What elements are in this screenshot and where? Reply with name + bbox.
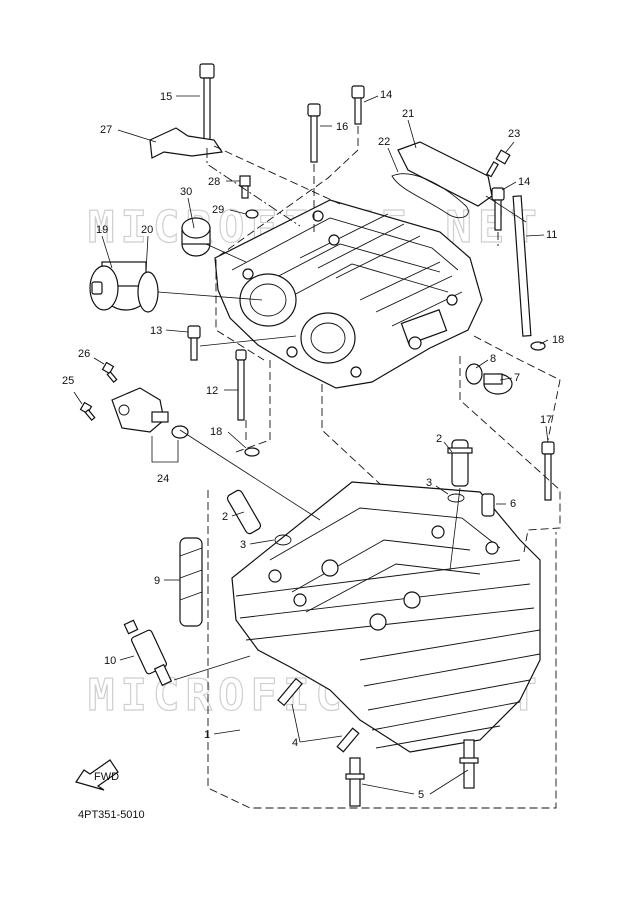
bolt-28 <box>239 175 251 199</box>
callout-4: 4 <box>292 737 298 749</box>
callout-8: 8 <box>490 353 496 365</box>
callout-15: 15 <box>160 91 172 103</box>
guide-9 <box>179 537 203 627</box>
o-ring-8 <box>465 363 483 385</box>
callout-11: 11 <box>546 229 557 241</box>
callout-10: 10 <box>104 655 116 667</box>
callouts: 15 27 16 14 21 22 23 14 11 28 29 30 19 2… <box>62 89 564 801</box>
callout-1: 1 <box>204 729 210 741</box>
bolt-13 <box>187 325 201 361</box>
clip-3-right <box>447 493 465 503</box>
callout-18-left: 18 <box>210 426 222 438</box>
bracket-27 <box>149 127 224 159</box>
callout-20: 20 <box>141 224 153 236</box>
callout-28: 28 <box>208 176 220 188</box>
gasket-22 <box>391 173 469 219</box>
callout-12: 12 <box>206 385 218 397</box>
callout-6: 6 <box>510 498 516 510</box>
stud-11 <box>512 195 532 337</box>
callout-9: 9 <box>154 575 160 587</box>
callout-19: 19 <box>96 224 108 236</box>
callout-16: 16 <box>336 121 348 133</box>
callout-27: 27 <box>100 124 112 136</box>
bolt-14-right <box>491 187 505 231</box>
dowel-6 <box>481 493 495 517</box>
callout-5: 5 <box>418 789 424 801</box>
bolt-23 <box>485 149 511 178</box>
callout-3-left: 3 <box>240 539 246 551</box>
callout-13: 13 <box>150 325 162 337</box>
callout-29: 29 <box>212 204 224 216</box>
callout-7: 7 <box>514 372 520 384</box>
stud-5-right <box>459 739 479 789</box>
stud-4-b <box>336 727 360 753</box>
part-code: 4PT351-5010 <box>78 809 145 821</box>
callout-14-right: 14 <box>518 176 530 188</box>
clip-3-left <box>274 534 292 546</box>
bolt-17 <box>541 441 555 501</box>
callout-30: 30 <box>180 186 192 198</box>
callout-2-left: 2 <box>222 511 228 523</box>
o-ring-24 <box>171 425 189 439</box>
callout-18-right: 18 <box>552 334 564 346</box>
callout-22: 22 <box>378 136 390 148</box>
leader-lines <box>157 126 561 809</box>
tensioner-24 <box>111 387 169 433</box>
callout-24: 24 <box>157 473 169 485</box>
fwd-arrow-icon: FWD <box>75 759 119 791</box>
washer-18-right <box>530 341 546 351</box>
cover-21 <box>397 141 493 207</box>
plug-7 <box>483 373 513 395</box>
cylinder-head-cover <box>214 199 483 389</box>
bolt-14-top <box>351 85 365 125</box>
plug-30 <box>181 217 211 257</box>
cylinder-head <box>231 481 541 753</box>
bolt-12 <box>235 349 247 421</box>
fwd-label: FWD <box>94 771 119 783</box>
callout-17: 17 <box>540 414 552 426</box>
callout-26: 26 <box>78 348 90 360</box>
bolt-16 <box>307 103 321 163</box>
callout-2-right: 2 <box>436 433 442 445</box>
screw-26 <box>101 361 118 383</box>
callout-3-right: 3 <box>426 477 432 489</box>
screw-25 <box>79 401 96 421</box>
callout-23: 23 <box>508 128 520 140</box>
washer-29 <box>245 209 259 219</box>
callout-25: 25 <box>62 375 74 387</box>
stud-4-a <box>277 677 303 707</box>
stud-5-left <box>345 757 365 807</box>
valve-guide-2-right <box>447 439 473 487</box>
o-ring-20 <box>137 271 159 313</box>
callout-21: 21 <box>402 108 414 120</box>
bolt-15 <box>199 63 215 149</box>
washer-18-left <box>244 447 260 457</box>
callout-14-top: 14 <box>380 89 392 101</box>
spark-plug-10 <box>123 619 173 687</box>
